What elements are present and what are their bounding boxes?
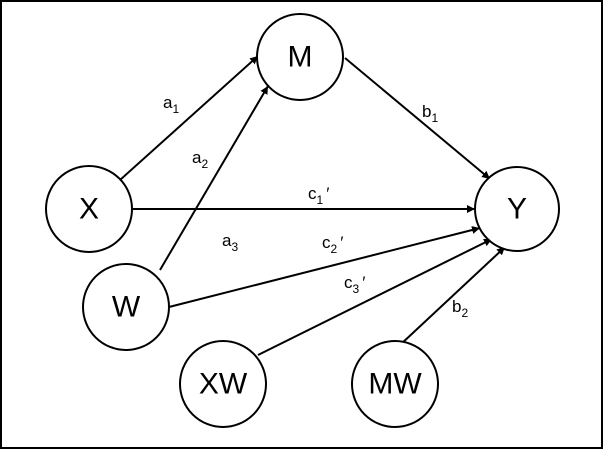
edge-x-to-m <box>119 55 259 181</box>
node-w-circle <box>82 263 170 351</box>
edge-label-a1: a1 <box>163 93 179 116</box>
edge-label-c3: c3′ <box>344 273 365 296</box>
node-x: X <box>45 165 133 253</box>
node-xw-circle <box>179 340 267 428</box>
node-mw-circle <box>351 340 439 428</box>
node-x-circle <box>45 165 133 253</box>
edge-w-to-y <box>168 226 481 308</box>
edge-label-c1: c1′ <box>308 184 329 207</box>
edge-mw-to-y <box>399 246 506 346</box>
node-m-label: M <box>288 41 313 74</box>
node-mw-label: MW <box>368 368 422 401</box>
node-x-label: X <box>79 193 99 226</box>
node-y-circle <box>474 166 560 252</box>
edge-m-to-y <box>344 57 491 180</box>
node-mw: MW <box>351 340 439 428</box>
edge-label-a2: a2 <box>192 148 208 171</box>
node-xw: XW <box>179 340 267 428</box>
node-xw-label: XW <box>199 368 248 401</box>
edges <box>119 55 506 356</box>
node-y-label: Y <box>507 193 527 226</box>
edge-label-b1: b1 <box>422 102 438 125</box>
edge-label-a3: a3 <box>222 231 238 254</box>
edge-labels: a1 a2 b1 c1′ a3 c2′ c3′ b2 <box>163 93 468 320</box>
node-w-label: W <box>112 291 141 324</box>
node-w: W <box>82 263 170 351</box>
edge-w-to-m <box>159 85 269 271</box>
edge-label-b2: b2 <box>452 297 468 320</box>
node-y: Y <box>474 166 560 252</box>
node-m-circle <box>256 13 344 101</box>
node-m: M <box>256 13 344 101</box>
edge-xw-to-y <box>257 238 493 356</box>
edge-label-c2: c2′ <box>322 233 343 256</box>
